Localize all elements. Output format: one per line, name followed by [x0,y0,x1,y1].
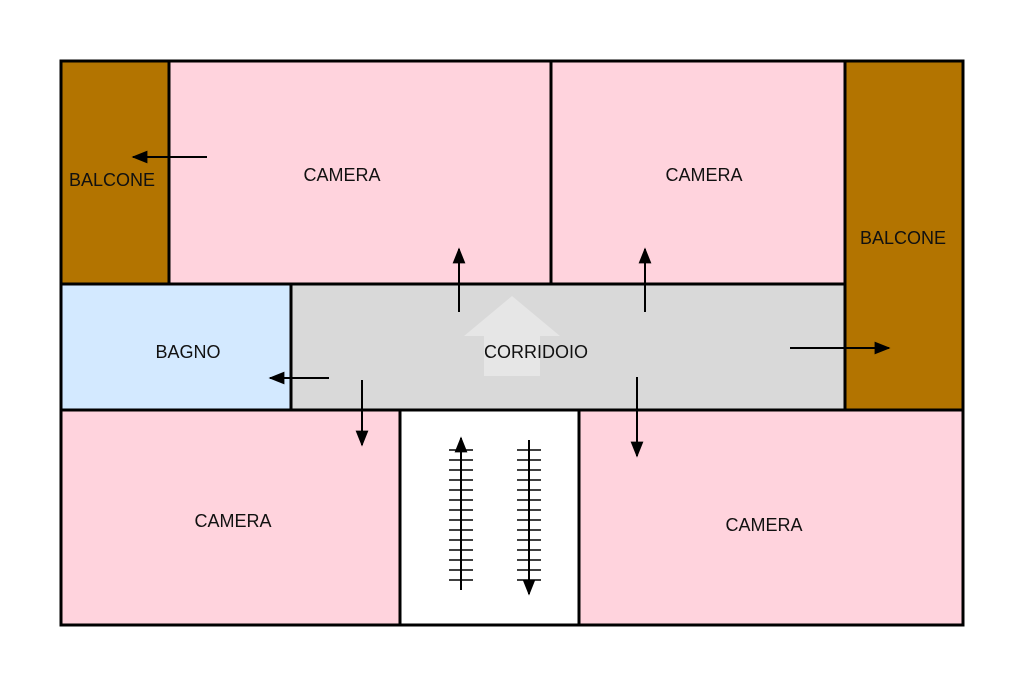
camera-top-right-label: CAMERA [665,165,742,185]
scala-room [398,408,581,627]
staircase [449,436,541,596]
corridoio-label: CORRIDOIO [484,342,588,362]
balcone-right-room [843,59,965,412]
camera-top-right-room [549,59,847,286]
camera-top-left-label: CAMERA [303,165,380,185]
balcone-left-label: BALCONE [69,170,155,190]
camera-bottom-left-room [59,408,402,627]
camera-top-left-room [167,59,553,286]
stair-steps-left [449,449,473,581]
bagno-label: BAGNO [155,342,220,362]
camera-bottom-right-label: CAMERA [725,515,802,535]
balcone-left-room [59,59,171,286]
camera-bottom-left-label: CAMERA [194,511,271,531]
stair-steps-right [517,449,541,581]
balcone-right-label: BALCONE [860,228,946,248]
corridoio-room [289,282,847,412]
house-logo-watermark-icon [464,296,560,376]
